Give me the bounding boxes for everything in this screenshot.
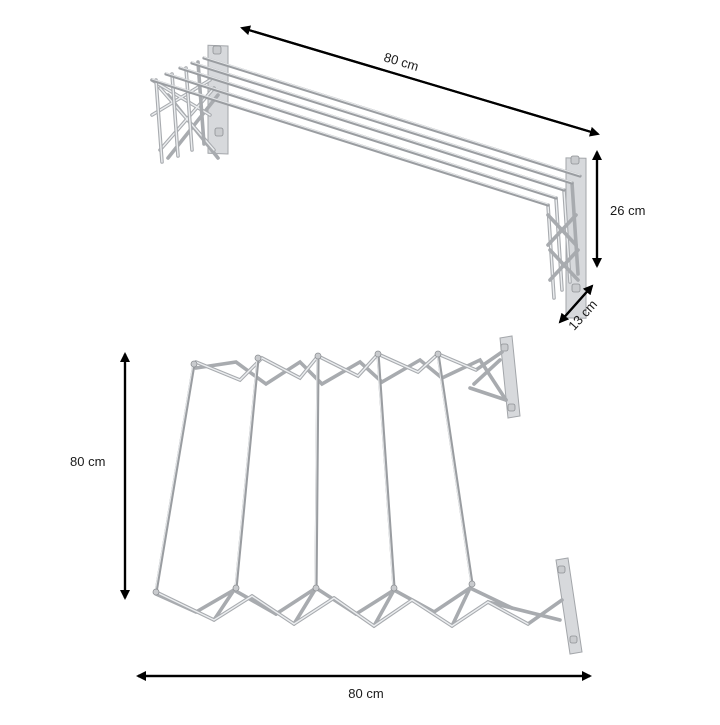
right-scissor-mechanism: [546, 181, 580, 300]
left-scissor-mechanism: [150, 60, 220, 164]
folded-rack-illustration: [150, 44, 587, 319]
chain-rivets: [152, 350, 476, 596]
drying-rods-extended: [154, 352, 474, 594]
bottom-extension-dimension: 80 cm: [70, 352, 130, 600]
top-width-dimension: 80 cm: [240, 25, 600, 137]
top-height-label: 26 cm: [610, 203, 645, 218]
upper-wall-mount: [499, 335, 521, 419]
bottom-width-dimension: 80 cm: [136, 671, 592, 701]
top-width-label: 80 cm: [382, 49, 420, 73]
upper-scissor-chain: [194, 350, 508, 402]
top-height-dimension: 26 cm: [592, 150, 645, 268]
lower-scissor-chain: [154, 585, 564, 629]
extended-rack-illustration: [152, 335, 583, 655]
bottom-width-label: 80 cm: [348, 686, 383, 701]
drying-rods-folded: [150, 56, 582, 207]
bottom-extension-label: 80 cm: [70, 454, 105, 469]
lower-wall-mount: [555, 557, 583, 655]
